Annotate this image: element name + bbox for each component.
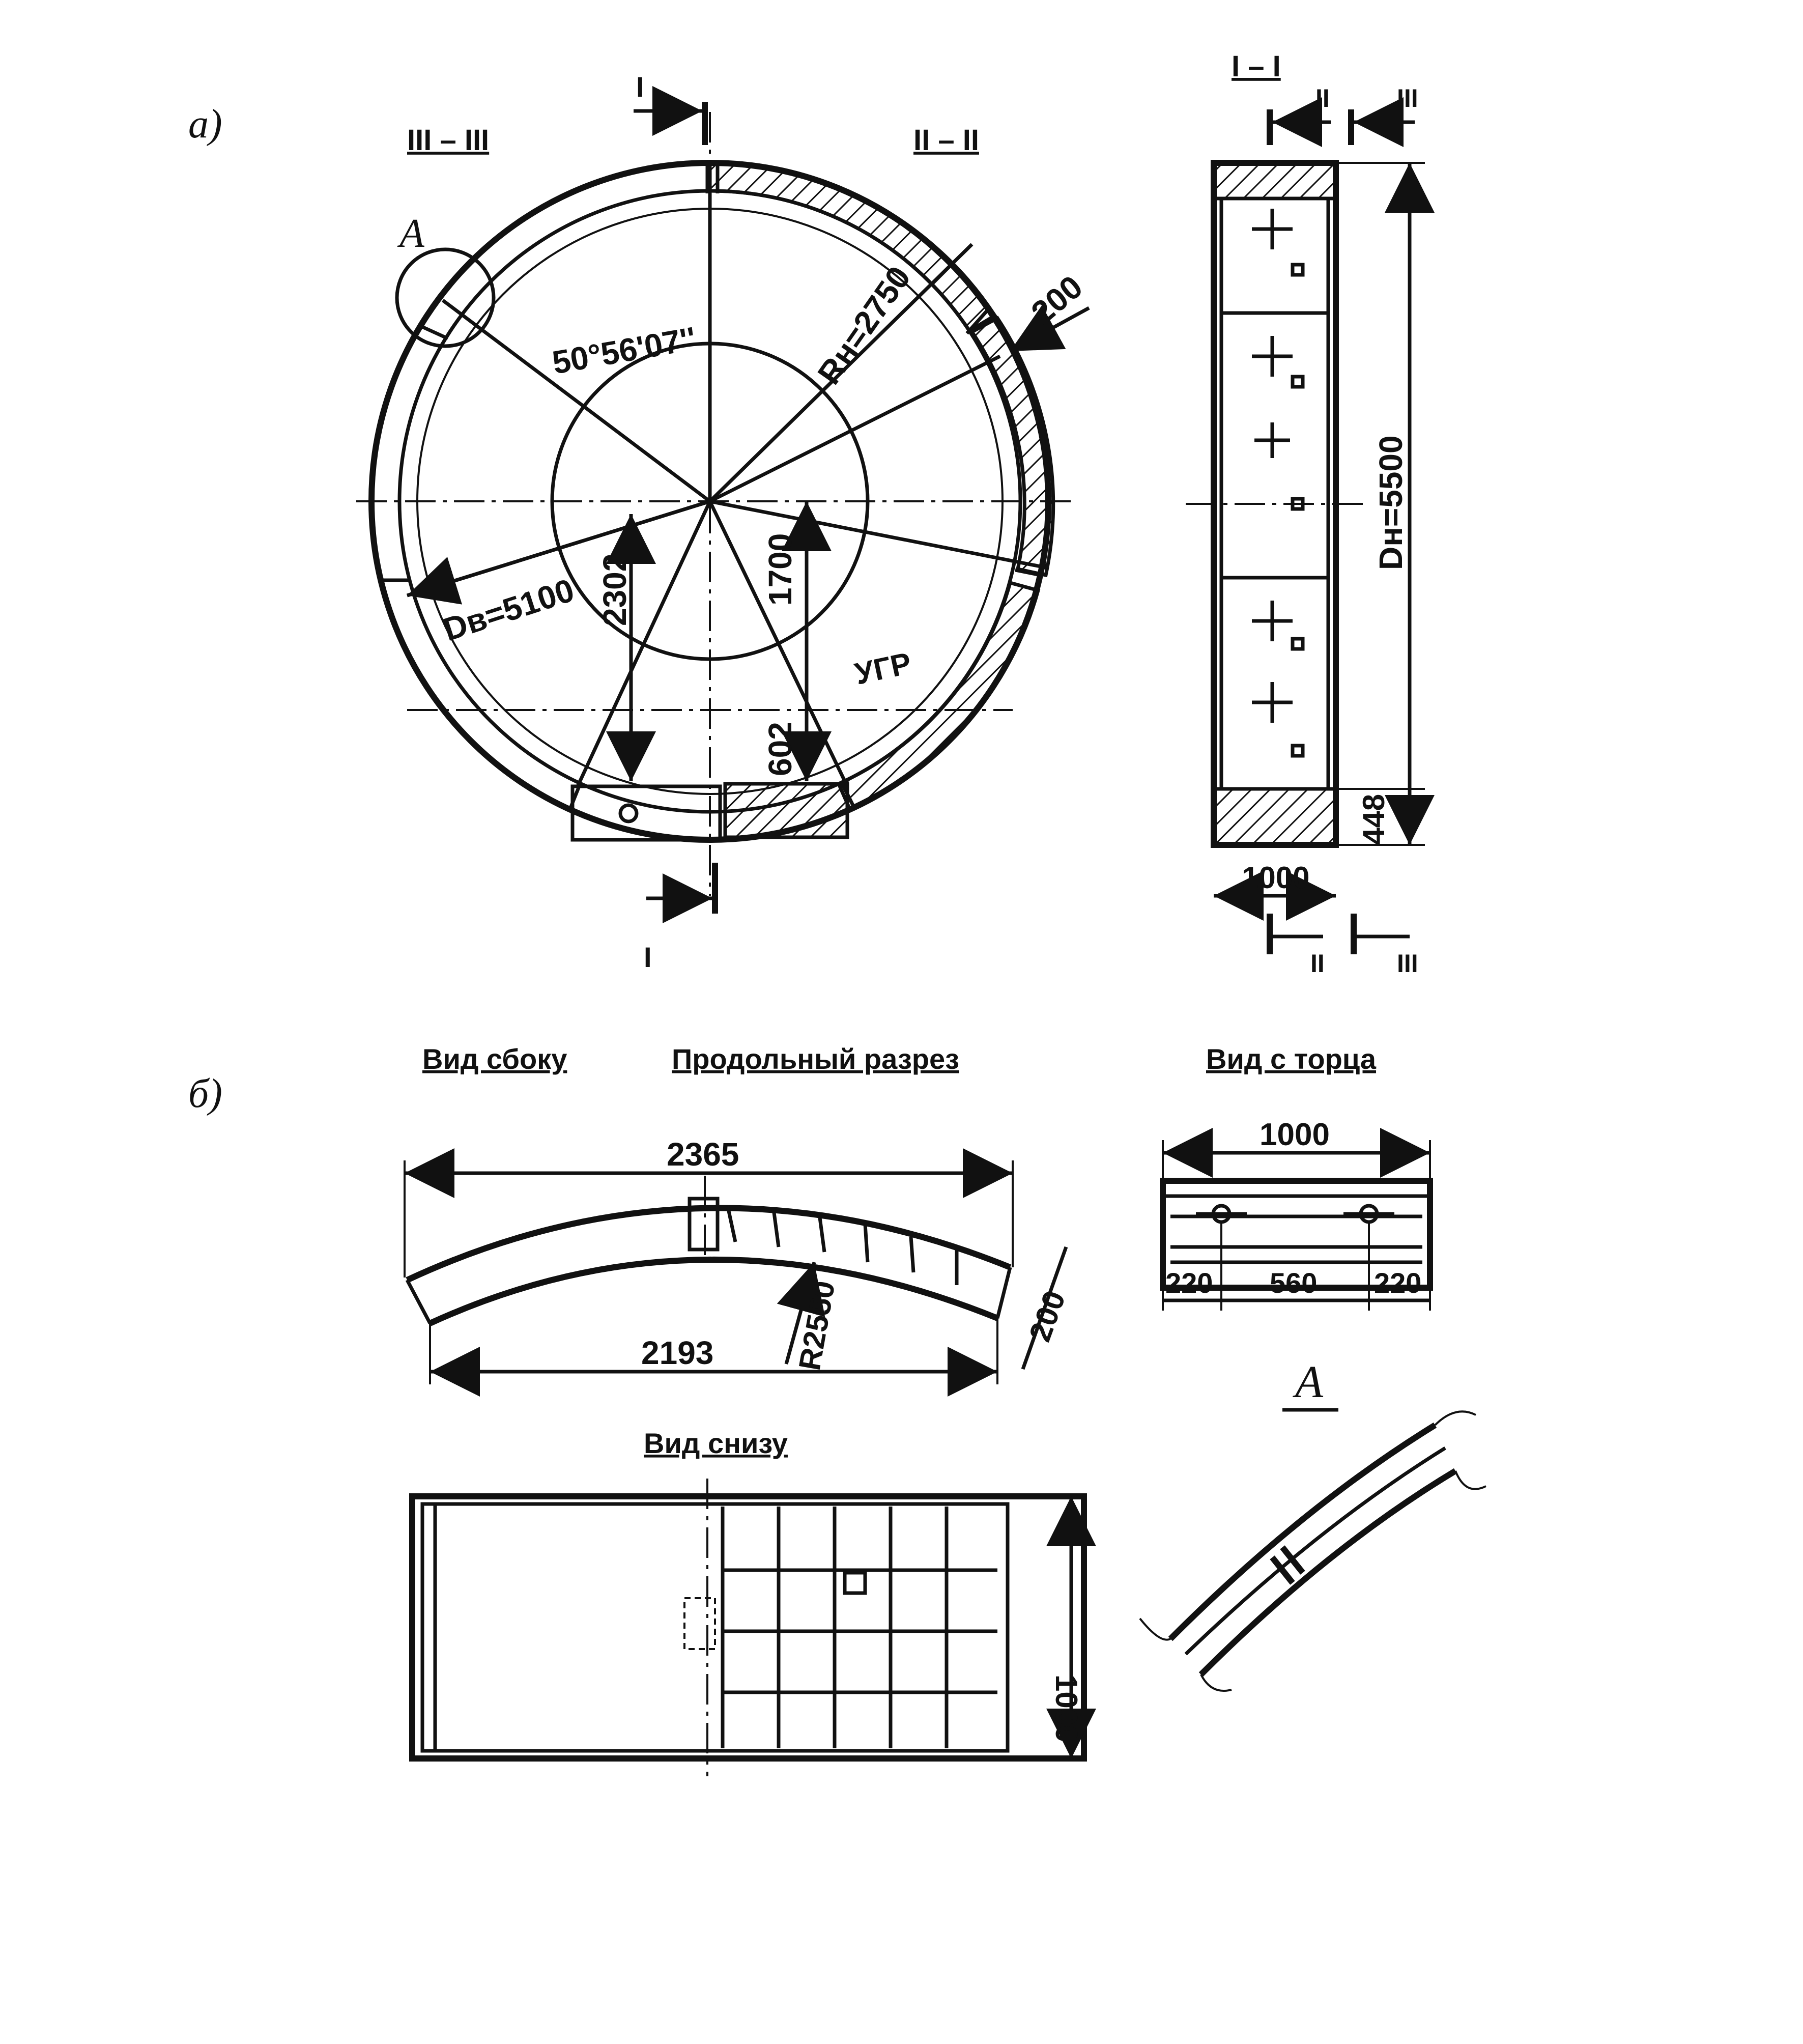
bolt-hole bbox=[618, 803, 639, 824]
ring-plan-view: A I I III – III II – II bbox=[356, 71, 1090, 973]
end-dim-left: 220 bbox=[1165, 1267, 1213, 1299]
inner-diameter-arrow bbox=[406, 499, 711, 605]
end-dim-mid: 560 bbox=[1270, 1267, 1317, 1299]
dim-200: 200 bbox=[1022, 1286, 1072, 1346]
hatched-bottom bbox=[1212, 787, 1338, 847]
detail-a bbox=[1139, 1410, 1486, 1692]
section-label-iii-iii: III – III bbox=[407, 124, 489, 157]
segment-bottom-view: 1000 bbox=[409, 1479, 1096, 1776]
hatched-segment-top bbox=[708, 161, 997, 333]
dim-448: 448 bbox=[1357, 794, 1391, 845]
svg-text:II: II bbox=[1315, 84, 1330, 112]
section-label-ii-ii: II – II bbox=[913, 124, 979, 157]
segment-side-view: 2365 2193 R2550 200 bbox=[404, 1136, 1072, 1397]
hatched-block-bottom bbox=[723, 782, 849, 839]
segment-end-view: 1000 220 560 220 bbox=[1160, 1117, 1433, 1311]
section-mark-ii: II II bbox=[1267, 84, 1331, 978]
section-i-i-view: I – I Dн=5500 448 1000 bbox=[1186, 50, 1435, 978]
inner-diameter-label: Dв=5100 bbox=[439, 572, 579, 648]
ugr-label: УГР bbox=[852, 646, 914, 691]
dim-1700: 1700 bbox=[762, 533, 798, 606]
node-a-callout bbox=[395, 247, 496, 348]
svg-text:I: I bbox=[636, 71, 644, 103]
outer-radius-label: Rн=2750 bbox=[810, 260, 918, 391]
panel-label-a: а) bbox=[188, 102, 222, 147]
outer-diameter-label: Dн=5500 bbox=[1372, 435, 1409, 570]
side-view-title: Вид сбоку bbox=[422, 1043, 567, 1075]
svg-text:III: III bbox=[1397, 84, 1418, 112]
angle-label: 50°56'07'' bbox=[550, 320, 699, 381]
dim-2302: 2302 bbox=[596, 554, 633, 626]
thickness-label: 200 bbox=[1024, 268, 1090, 331]
dim-R2550: R2550 bbox=[792, 1278, 842, 1373]
dim-2365: 2365 bbox=[667, 1136, 739, 1173]
panel-label-b: б) bbox=[188, 1071, 222, 1116]
svg-text:III: III bbox=[1397, 949, 1418, 978]
bolt-marks bbox=[1252, 209, 1305, 758]
radial-lines bbox=[406, 173, 1046, 787]
segment-joints bbox=[379, 162, 1041, 810]
section-mark-i-bottom: I bbox=[644, 863, 718, 973]
node-a-label: A bbox=[397, 211, 425, 256]
section-label-i-i: I – I bbox=[1232, 50, 1281, 83]
section-mark-i-top: I bbox=[634, 71, 708, 145]
long-section-title: Продольный разрез bbox=[672, 1043, 959, 1075]
bottom-view-title: Вид снизу bbox=[644, 1427, 788, 1459]
dim-2193: 2193 bbox=[641, 1335, 713, 1371]
section-mark-iii: III III bbox=[1348, 84, 1418, 978]
svg-text:I: I bbox=[644, 941, 652, 973]
end-dim-right: 220 bbox=[1374, 1267, 1421, 1299]
detail-a-label: A bbox=[1293, 1357, 1324, 1407]
dim-602: 602 bbox=[762, 722, 798, 776]
hatched-segment-bottom-right bbox=[836, 580, 1041, 812]
key-block-bottom bbox=[570, 784, 722, 842]
svg-text:II: II bbox=[1310, 949, 1325, 978]
hatched-top bbox=[1212, 161, 1338, 201]
width-label: 1000 bbox=[1242, 861, 1309, 895]
bottom-width: 1000 bbox=[1049, 1674, 1083, 1742]
end-width: 1000 bbox=[1260, 1117, 1330, 1152]
thickness-arrow bbox=[1009, 305, 1090, 353]
end-view-title: Вид с торца bbox=[1206, 1043, 1377, 1075]
